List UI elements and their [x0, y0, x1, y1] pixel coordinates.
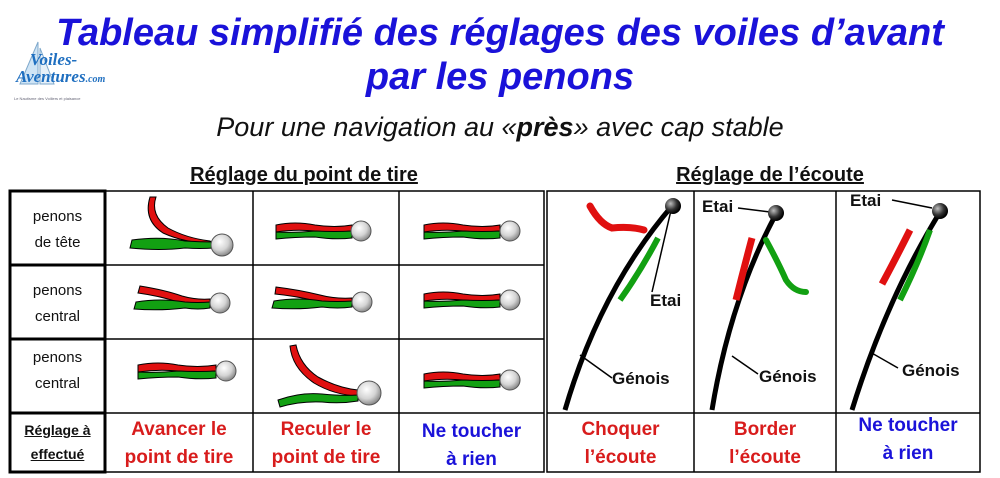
page-subtitle: Pour une navigation au «près» avec cap s… — [0, 112, 1000, 142]
logo-name-1: Voiles- — [30, 50, 78, 69]
telltale-r2-c2 — [271, 286, 373, 313]
logo-sail-icon — [19, 41, 55, 85]
right-section-heading: Réglage de l’écoute — [676, 164, 864, 186]
stay-label-2: Etai — [702, 197, 734, 216]
action-ease-sheet: Choquer l’écoute — [547, 416, 694, 472]
row-label-3-line2: central — [34, 375, 81, 392]
action-trim-sheet-line1: Border — [733, 419, 797, 440]
action-trim-sheet: Border l’écoute — [694, 416, 836, 472]
row-label-1-line1: penons — [32, 208, 83, 225]
footer-label-line2: effectué — [30, 446, 85, 462]
genoa-label-3: Génois — [902, 361, 960, 380]
action-no-change-right-line2: à rien — [882, 443, 934, 464]
telltale-r1-c2 — [275, 220, 372, 242]
logo: Voiles- Aventures.com Le Nautisme des Vo… — [8, 40, 128, 104]
action-trim-sheet-line2: l’écoute — [729, 447, 801, 468]
action-no-change-left: Ne toucher à rien — [399, 418, 544, 474]
action-move-back: Reculer le point de tire — [253, 416, 399, 472]
page-title-line2: par les penons — [365, 56, 635, 98]
page-title-line1: Tableau simplifié des réglages des voile… — [56, 12, 944, 54]
subtitle-after: » avec cap stable — [573, 112, 784, 142]
footer-label: Réglage à effectué — [10, 418, 105, 466]
action-move-back-line1: Reculer le — [280, 419, 372, 440]
row-label-1: penons de tête — [10, 204, 105, 256]
telltale-r2-c3 — [423, 289, 521, 311]
footer-label-line1: Réglage à — [24, 422, 91, 438]
left-section-heading: Réglage du point de tire — [190, 164, 418, 186]
logo-name-2: Aventures.com — [16, 67, 105, 87]
action-no-change-right: Ne toucher à rien — [836, 412, 980, 468]
action-no-change-right-line1: Ne toucher — [858, 415, 958, 436]
row-label-2-line2: central — [34, 308, 81, 325]
row-label-1-line2: de tête — [34, 234, 81, 251]
stay-label-1: Etai — [650, 291, 682, 310]
stay-label-3: Etai — [850, 191, 882, 210]
subtitle-before: Pour une navigation au « — [216, 112, 517, 142]
action-advance-line2: point de tire — [124, 447, 234, 468]
row-label-3: penons central — [10, 345, 105, 397]
telltale-r3-c1 — [137, 360, 237, 382]
subtitle-bold: près — [516, 112, 574, 142]
row-label-3-line1: penons — [32, 349, 83, 366]
action-ease-sheet-line2: l’écoute — [584, 447, 657, 468]
telltale-r3-c3 — [423, 369, 521, 391]
logo-name-2-text: Aventures — [16, 67, 86, 86]
row-label-2-line1: penons — [32, 282, 83, 299]
action-ease-sheet-line1: Choquer — [581, 419, 660, 440]
sail-diagram-3 — [849, 199, 948, 411]
sail-diagram-2 — [709, 205, 809, 411]
telltale-r3-c2 — [277, 344, 382, 408]
action-no-change-left-line1: Ne toucher — [421, 421, 522, 442]
telltale-r1-c1 — [129, 196, 234, 257]
row-label-2: penons central — [10, 278, 105, 330]
sail-diagram-1 — [562, 198, 681, 411]
telltale-r1-c3 — [423, 220, 521, 242]
action-advance-line1: Avancer le — [131, 419, 227, 440]
action-move-back-line2: point de tire — [271, 447, 381, 468]
genoa-label-1: Génois — [612, 369, 670, 388]
action-advance: Avancer le point de tire — [105, 416, 253, 472]
logo-tagline: Le Nautisme des Voiliers et plaisance — [14, 96, 81, 101]
telltale-r2-c1 — [133, 285, 231, 314]
action-no-change-left-line2: à rien — [446, 449, 497, 470]
genoa-label-2: Génois — [759, 367, 817, 386]
logo-suffix: .com — [85, 74, 106, 85]
